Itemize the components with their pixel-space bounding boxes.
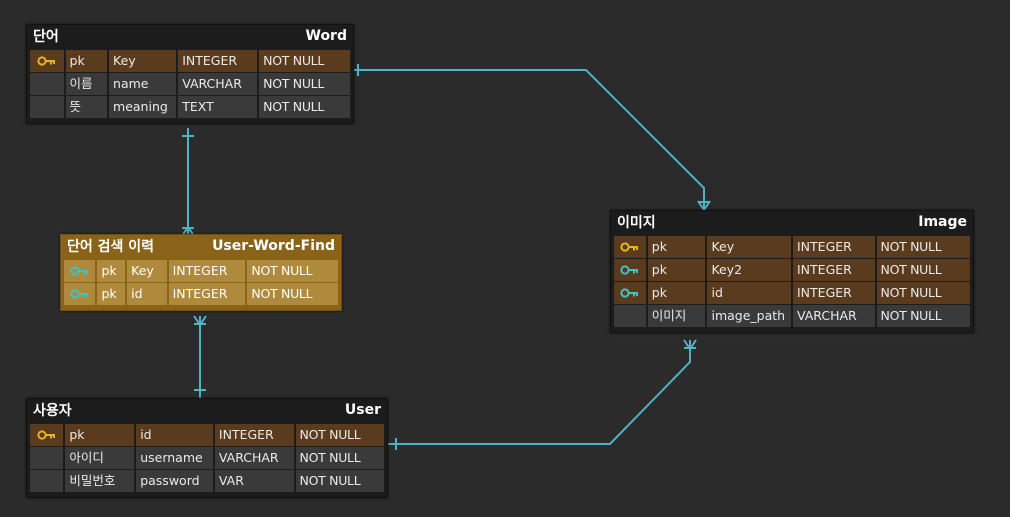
entity-physical-name: Image bbox=[918, 214, 967, 230]
column-physical-name: name bbox=[109, 73, 177, 95]
column-nullability: NOT NULL bbox=[259, 50, 350, 72]
primary-key-icon bbox=[30, 50, 64, 72]
entity-logical-name: 단어 bbox=[33, 29, 59, 45]
column-type: INTEGER bbox=[793, 282, 875, 304]
primary-key-icon bbox=[30, 424, 64, 446]
column-logical-name: pk bbox=[647, 259, 706, 281]
entity-header: 사용자 User bbox=[27, 399, 387, 421]
column-logical-name: 이미지 bbox=[647, 305, 706, 327]
column-logical-name: pk bbox=[97, 283, 126, 305]
column-type: INTEGER bbox=[793, 259, 875, 281]
column-type: INTEGER bbox=[793, 236, 875, 258]
key-slot bbox=[30, 470, 64, 492]
column-physical-name: id bbox=[707, 282, 791, 304]
relationship-user-image[interactable] bbox=[386, 340, 691, 445]
column-nullability: NOT NULL bbox=[259, 96, 350, 118]
crowfoot-marker bbox=[697, 200, 711, 212]
column-logical-name: 아이디 bbox=[65, 447, 135, 469]
column-type: INTEGER bbox=[168, 260, 246, 282]
entity-header: 단어 검색 이력 User-Word-Find bbox=[61, 235, 341, 257]
column-nullability: NOT NULL bbox=[259, 73, 350, 95]
column-logical-name: pk bbox=[647, 236, 706, 258]
column-nullability: NOT NULL bbox=[247, 260, 339, 282]
column-physical-name: image_path bbox=[707, 305, 791, 327]
column-nullability: NOT NULL bbox=[295, 470, 385, 492]
column-physical-name: meaning bbox=[109, 96, 177, 118]
entity-header: 이미지 Image bbox=[611, 211, 973, 233]
column-physical-name: id bbox=[136, 424, 213, 446]
column-type: VARCHAR bbox=[178, 73, 258, 95]
entity-physical-name: User bbox=[344, 402, 381, 418]
column-physical-name: password bbox=[136, 470, 213, 492]
column-logical-name: pk bbox=[65, 424, 135, 446]
entity-logical-name: 단어 검색 이력 bbox=[67, 239, 155, 255]
column-type: TEXT bbox=[178, 96, 258, 118]
column-type: VAR bbox=[214, 470, 294, 492]
column-logical-name: pk bbox=[65, 50, 108, 72]
column-logical-name: 이름 bbox=[65, 73, 108, 95]
key-slot bbox=[614, 305, 646, 327]
crowfoot-marker bbox=[193, 315, 207, 327]
foreign-key-icon bbox=[614, 282, 646, 304]
column-logical-name: pk bbox=[647, 282, 706, 304]
column-logical-name: 비밀번호 bbox=[65, 470, 135, 492]
column-physical-name: Key2 bbox=[707, 259, 791, 281]
column-physical-name: username bbox=[136, 447, 213, 469]
column-nullability: NOT NULL bbox=[876, 282, 970, 304]
column-physical-name: Key bbox=[127, 260, 167, 282]
column-nullability: NOT NULL bbox=[876, 259, 970, 281]
column-type: VARCHAR bbox=[214, 447, 294, 469]
column-type: INTEGER bbox=[178, 50, 258, 72]
column-type: VARCHAR bbox=[793, 305, 875, 327]
column-type: INTEGER bbox=[214, 424, 294, 446]
entity-physical-name: Word bbox=[305, 28, 348, 44]
key-slot bbox=[30, 447, 64, 469]
column-nullability: NOT NULL bbox=[247, 283, 339, 305]
column-nullability: NOT NULL bbox=[876, 305, 970, 327]
entity-physical-name: User-Word-Find bbox=[212, 238, 335, 254]
primary-key-icon bbox=[614, 236, 646, 258]
entity-header: 단어 Word bbox=[27, 25, 353, 47]
column-physical-name: id bbox=[127, 283, 167, 305]
foreign-key-icon bbox=[64, 260, 96, 282]
crowfoot-marker bbox=[683, 339, 697, 351]
column-type: INTEGER bbox=[168, 283, 246, 305]
foreign-key-icon bbox=[614, 259, 646, 281]
key-slot bbox=[30, 73, 64, 95]
column-logical-name: 뜻 bbox=[65, 96, 108, 118]
relationship-word-image[interactable] bbox=[350, 69, 705, 210]
column-nullability: NOT NULL bbox=[876, 236, 970, 258]
column-nullability: NOT NULL bbox=[295, 424, 385, 446]
foreign-key-icon bbox=[64, 283, 96, 305]
column-physical-name: Key bbox=[109, 50, 177, 72]
entity-logical-name: 사용자 bbox=[33, 403, 72, 419]
key-slot bbox=[30, 96, 64, 118]
column-logical-name: pk bbox=[97, 260, 126, 282]
entity-logical-name: 이미지 bbox=[617, 215, 656, 231]
column-nullability: NOT NULL bbox=[295, 447, 385, 469]
column-physical-name: Key bbox=[707, 236, 791, 258]
